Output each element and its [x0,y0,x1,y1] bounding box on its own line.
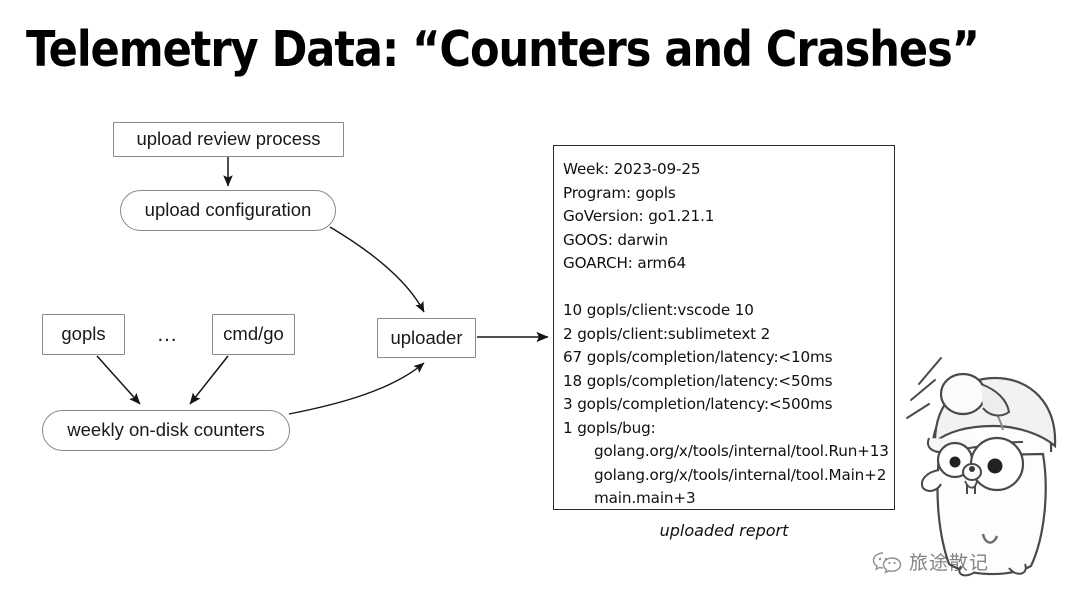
node-weekly-on-disk-counters[interactable]: weekly on-disk counters [42,410,290,451]
report-stack-line: main.main+3 [594,489,696,507]
wechat-icon [872,551,902,574]
report-line: GoVersion: go1.21.1 [563,207,715,225]
report-stack-line: golang.org/x/tools/internal/tool.Run+13 [594,442,889,460]
page-title: Telemetry Data: “Counters and Crashes” [26,21,980,78]
node-label: upload review process [136,128,321,150]
node-cmd-go[interactable]: cmd/go [212,314,295,355]
report-line: Program: gopls [563,183,676,202]
node-label: gopls [61,323,106,345]
report-line: 1 gopls/bug: [563,418,656,437]
report-line: Week: 2023-09-25 [563,160,701,178]
watermark: 旅途散记 [872,548,989,575]
report-line: 3 gopls/completion/latency:<500ms [563,395,833,413]
report-line: 2 gopls/client:sublimetext 2 [563,324,771,343]
node-label: cmd/go [223,323,284,345]
report-line: GOOS: darwin [563,230,668,249]
report-line: 18 gopls/completion/latency:<50ms [563,371,833,390]
report-line: GOARCH: arm64 [563,254,687,272]
edge-config-to-uploader [329,226,425,313]
edge-counters-to-uploader [288,362,425,415]
node-gopls[interactable]: gopls [42,314,125,355]
uploaded-report-box: Week: 2023-09-25 Program: gopls GoVersio… [553,145,895,510]
node-uploader[interactable]: uploader [377,318,476,358]
node-label: upload configuration [144,199,312,221]
node-upload-configuration[interactable]: upload configuration [120,190,336,231]
report-blank-line [563,276,894,300]
report-caption: uploaded report [659,521,789,540]
node-ellipsis: … [156,323,180,346]
edge-cmdgo-to-counters [189,355,229,405]
go-gopher-icon [906,357,1057,577]
report-line: 10 gopls/client:vscode 10 [563,301,754,319]
report-line: 67 gopls/completion/latency:<10ms [563,348,833,366]
watermark-text: 旅途散记 [909,552,990,574]
edge-gopls-to-counters [96,355,141,405]
node-label: weekly on-disk counters [67,419,265,441]
node-label: uploader [390,326,463,348]
report-stack-line: golang.org/x/tools/internal/tool.Main+2 [594,465,887,484]
node-upload-review-process[interactable]: upload review process [113,122,344,157]
